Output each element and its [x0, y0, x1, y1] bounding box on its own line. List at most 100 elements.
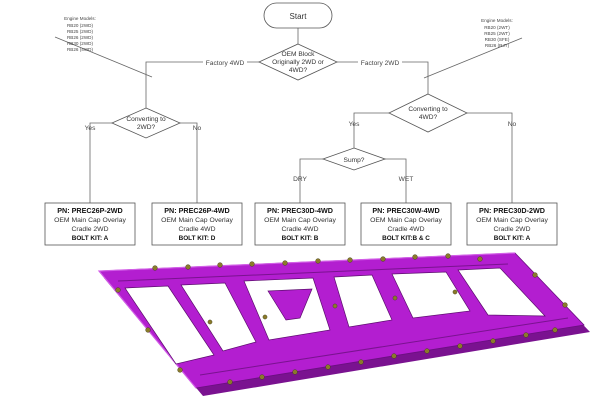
cradle-inner-edge: [199, 317, 569, 376]
outcome-box-prec26p-4wd: PN: PREC26P-4WD OEM Main Cap Overlay Cra…: [151, 202, 243, 246]
bolt-hole: [477, 256, 483, 262]
engine-notes-left: Engine Models: RB20 (2WD) RB25 (2WD) RB2…: [64, 16, 96, 52]
connector-sump-wet: [385, 158, 407, 203]
cradle-inner-edge: [117, 263, 509, 282]
outcome-bolt-kit: BOLT KIT: A: [494, 235, 531, 242]
connector-right-yes: [353, 112, 389, 150]
bolt-hole: [262, 314, 268, 320]
decision-right-diamond: [388, 93, 468, 133]
bolt-hole: [282, 260, 288, 266]
bolt-hole: [152, 265, 158, 271]
cradle-window: [457, 267, 546, 317]
outcome-box-prec26p-2wd: PN: PREC26P-2WD OEM Main Cap Overlay Cra…: [44, 202, 136, 246]
branch-right-label-bg: [358, 58, 402, 67]
notes-left-line: RB25 (2WD): [67, 29, 94, 34]
bolt-hole: [292, 369, 298, 375]
bolt-hole: [380, 256, 386, 262]
bolt-hole: [325, 364, 331, 370]
bolt-hole: [358, 359, 364, 365]
cradle-part-render: [97, 252, 590, 396]
outcome-bolt-kit: BOLT KIT: D: [179, 235, 216, 242]
bolt-hole: [562, 302, 568, 308]
bolt-hole: [315, 258, 321, 264]
connector-sump-dry: [299, 158, 323, 203]
decision-main-diamond: [258, 43, 338, 81]
outcome-part-number: PN: PREC26P-4WD: [164, 206, 230, 215]
bolt-hole: [532, 272, 538, 278]
outcome-box-shape: [360, 202, 452, 246]
bolt-hole: [392, 295, 398, 301]
bolt-hole: [115, 287, 121, 293]
note-right-leader: [423, 37, 523, 79]
decision-left-line-2: 2WD?: [137, 124, 156, 131]
outcome-box-prec30d-2wd: PN: PREC30D-2WD OEM Main Cap Overlay Cra…: [466, 202, 558, 246]
notes-left-line: RB26 (4WD): [67, 47, 94, 52]
bolt-hole: [452, 289, 458, 295]
label-no: No: [508, 121, 517, 128]
outcome-part-number: PN: PREC30D-4WD: [267, 206, 333, 215]
outcome-cradle-type: Cradle 2WD: [71, 226, 108, 233]
outcome-bolt-kit: BOLT KIT: B: [282, 235, 319, 242]
outcome-box-shape: [466, 202, 558, 246]
start-label: Start: [290, 12, 308, 21]
engine-notes-right: Engine Models: RB20 (2WT) RB25 (2WT) RB3…: [481, 18, 513, 48]
notes-right-line: RB25 (2WT): [484, 31, 510, 36]
decision-left-line-1: Converting to: [126, 116, 166, 123]
outcome-cradle-type: Cradle 4WD: [387, 226, 424, 233]
decision-sump-diamond: [321, 147, 387, 171]
bolt-hole: [445, 253, 451, 259]
decision-left-diamond: [111, 107, 181, 139]
outcome-box-prec30w-4wd: PN: PREC30W-4WD OEM Main Cap Overlay Cra…: [360, 202, 452, 246]
outcome-part-number: PN: PREC26P-2WD: [57, 206, 123, 215]
decision-main-line-2: Originally 2WD or: [272, 59, 324, 66]
outcome-box-shape: [151, 202, 243, 246]
label-yes: Yes: [85, 125, 96, 132]
decision-right-line-1: Converting to: [408, 106, 448, 113]
decision-sump-label: Sump?: [344, 157, 365, 164]
bolt-hole: [259, 374, 265, 380]
bolt-hole: [227, 379, 233, 385]
cradle-rim-highlight: [97, 252, 516, 389]
outcome-cradle-type: Cradle 4WD: [178, 226, 215, 233]
decision-right: Converting to 4WD?: [388, 93, 468, 133]
outcome-description: OEM Main Cap Overlay: [370, 217, 442, 224]
notes-left-title: Engine Models:: [64, 16, 96, 21]
notes-left-line: RB20 (2WD): [67, 23, 94, 28]
bolt-hole: [185, 264, 191, 270]
bolt-hole: [457, 343, 463, 349]
outcome-bolt-kit: BOLT KIT:B & C: [382, 235, 430, 242]
outcome-cradle-type: Cradle 2WD: [493, 226, 530, 233]
decision-right-line-2: 4WD?: [419, 114, 438, 121]
notes-right-line: RB20 (2WT): [484, 25, 510, 30]
bolt-hole: [207, 319, 213, 325]
bolt-hole: [523, 332, 529, 338]
notes-left-line: RB26 (2WD): [67, 35, 94, 40]
label-dry: DRY: [293, 176, 307, 183]
decision-left: Converting to 2WD?: [111, 107, 181, 139]
outcome-description: OEM Main Cap Overlay: [54, 217, 126, 224]
label-yes: Yes: [349, 121, 360, 128]
bolt-hole: [145, 327, 151, 333]
connector-right-no: [467, 112, 513, 203]
outcome-box-shape: [44, 202, 136, 246]
connector-factory-4wd: [145, 61, 259, 108]
bolt-hole: [552, 327, 558, 333]
branch-label-factory-4wd: Factory 4WD: [206, 60, 245, 67]
outcome-bolt-kit: BOLT KIT: A: [72, 235, 109, 242]
decision-main: OEM Block Originally 2WD or 4WD?: [258, 43, 338, 81]
outcome-part-number: PN: PREC30D-2WD: [479, 206, 545, 215]
notes-right-title: Engine Models:: [481, 18, 513, 23]
outcome-cradle-type: Cradle 4WD: [281, 226, 318, 233]
bolt-hole: [347, 257, 353, 263]
outcome-description: OEM Main Cap Overlay: [264, 217, 336, 224]
bolt-hole: [424, 348, 430, 354]
bolt-hole: [391, 353, 397, 359]
branch-label-factory-2wd: Factory 2WD: [361, 60, 400, 67]
outcome-part-number: PN: PREC30W-4WD: [372, 206, 439, 215]
connector-left-yes: [89, 122, 112, 203]
start-node: Start: [263, 2, 333, 29]
cradle-window: [180, 282, 257, 352]
decision-sump: Sump?: [321, 147, 387, 171]
outcome-box-shape: [254, 202, 346, 246]
decision-main-line-1: OEM Block: [282, 51, 316, 58]
